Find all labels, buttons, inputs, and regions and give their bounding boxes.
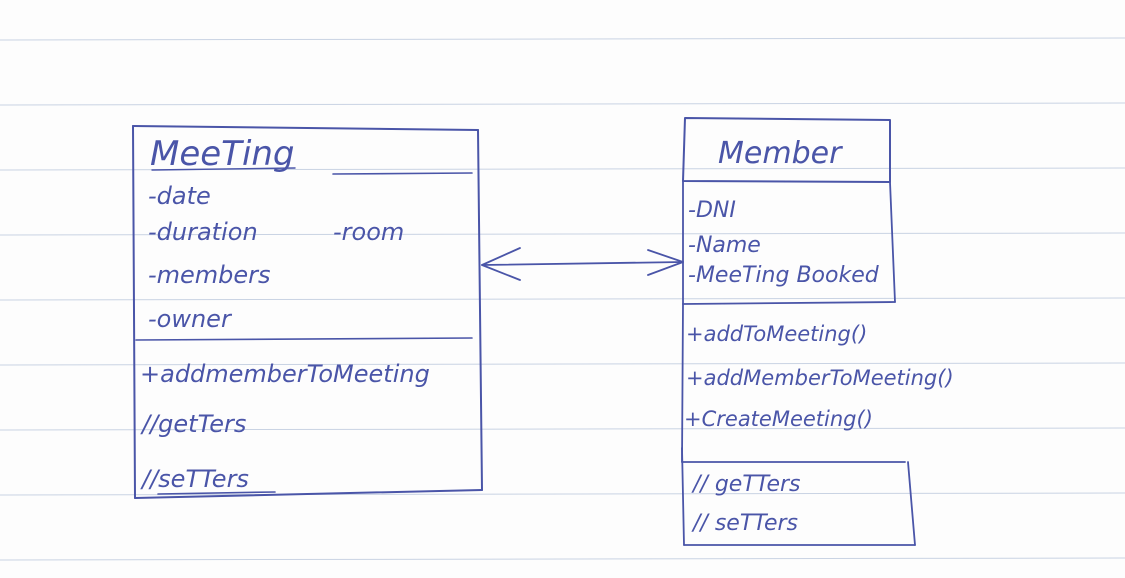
member-method-add-to-meeting: +addToMeeting() (686, 322, 867, 346)
member-class-box: Member -DNI -Name -MeeTing Booked +addTo… (681, 117, 954, 546)
meeting-attribute-owner: -owner (148, 305, 233, 333)
member-accessor-getters: // geTTers (691, 472, 801, 497)
member-attribute-dni: -DNI (688, 198, 736, 223)
meeting-class-box: MeeTing -date -duration -room -members -… (132, 125, 483, 499)
member-attribute-meeting-booked: -MeeTing Booked (688, 263, 880, 288)
meeting-method-getters: //getTers (140, 410, 246, 438)
meeting-attribute-date: -date (148, 182, 211, 210)
meeting-attribute-members: -members (148, 261, 271, 289)
meeting-attribute-room: -room (333, 218, 404, 246)
meeting-method-setters: //seTTers (140, 465, 249, 493)
member-method-create-meeting: +CreateMeeting() (684, 407, 873, 431)
member-method-add-member-to-meeting: +addMemberToMeeting() (686, 366, 954, 390)
association-arrow (481, 247, 684, 281)
meeting-attribute-duration: -duration (148, 218, 258, 246)
meeting-method-add-member: +addmemberToMeeting (140, 360, 430, 388)
member-class-title: Member (718, 136, 843, 171)
meeting-class-title: MeeTing (150, 134, 295, 174)
member-attribute-name: -Name (688, 233, 761, 258)
member-accessor-setters: // seTTers (691, 511, 798, 536)
